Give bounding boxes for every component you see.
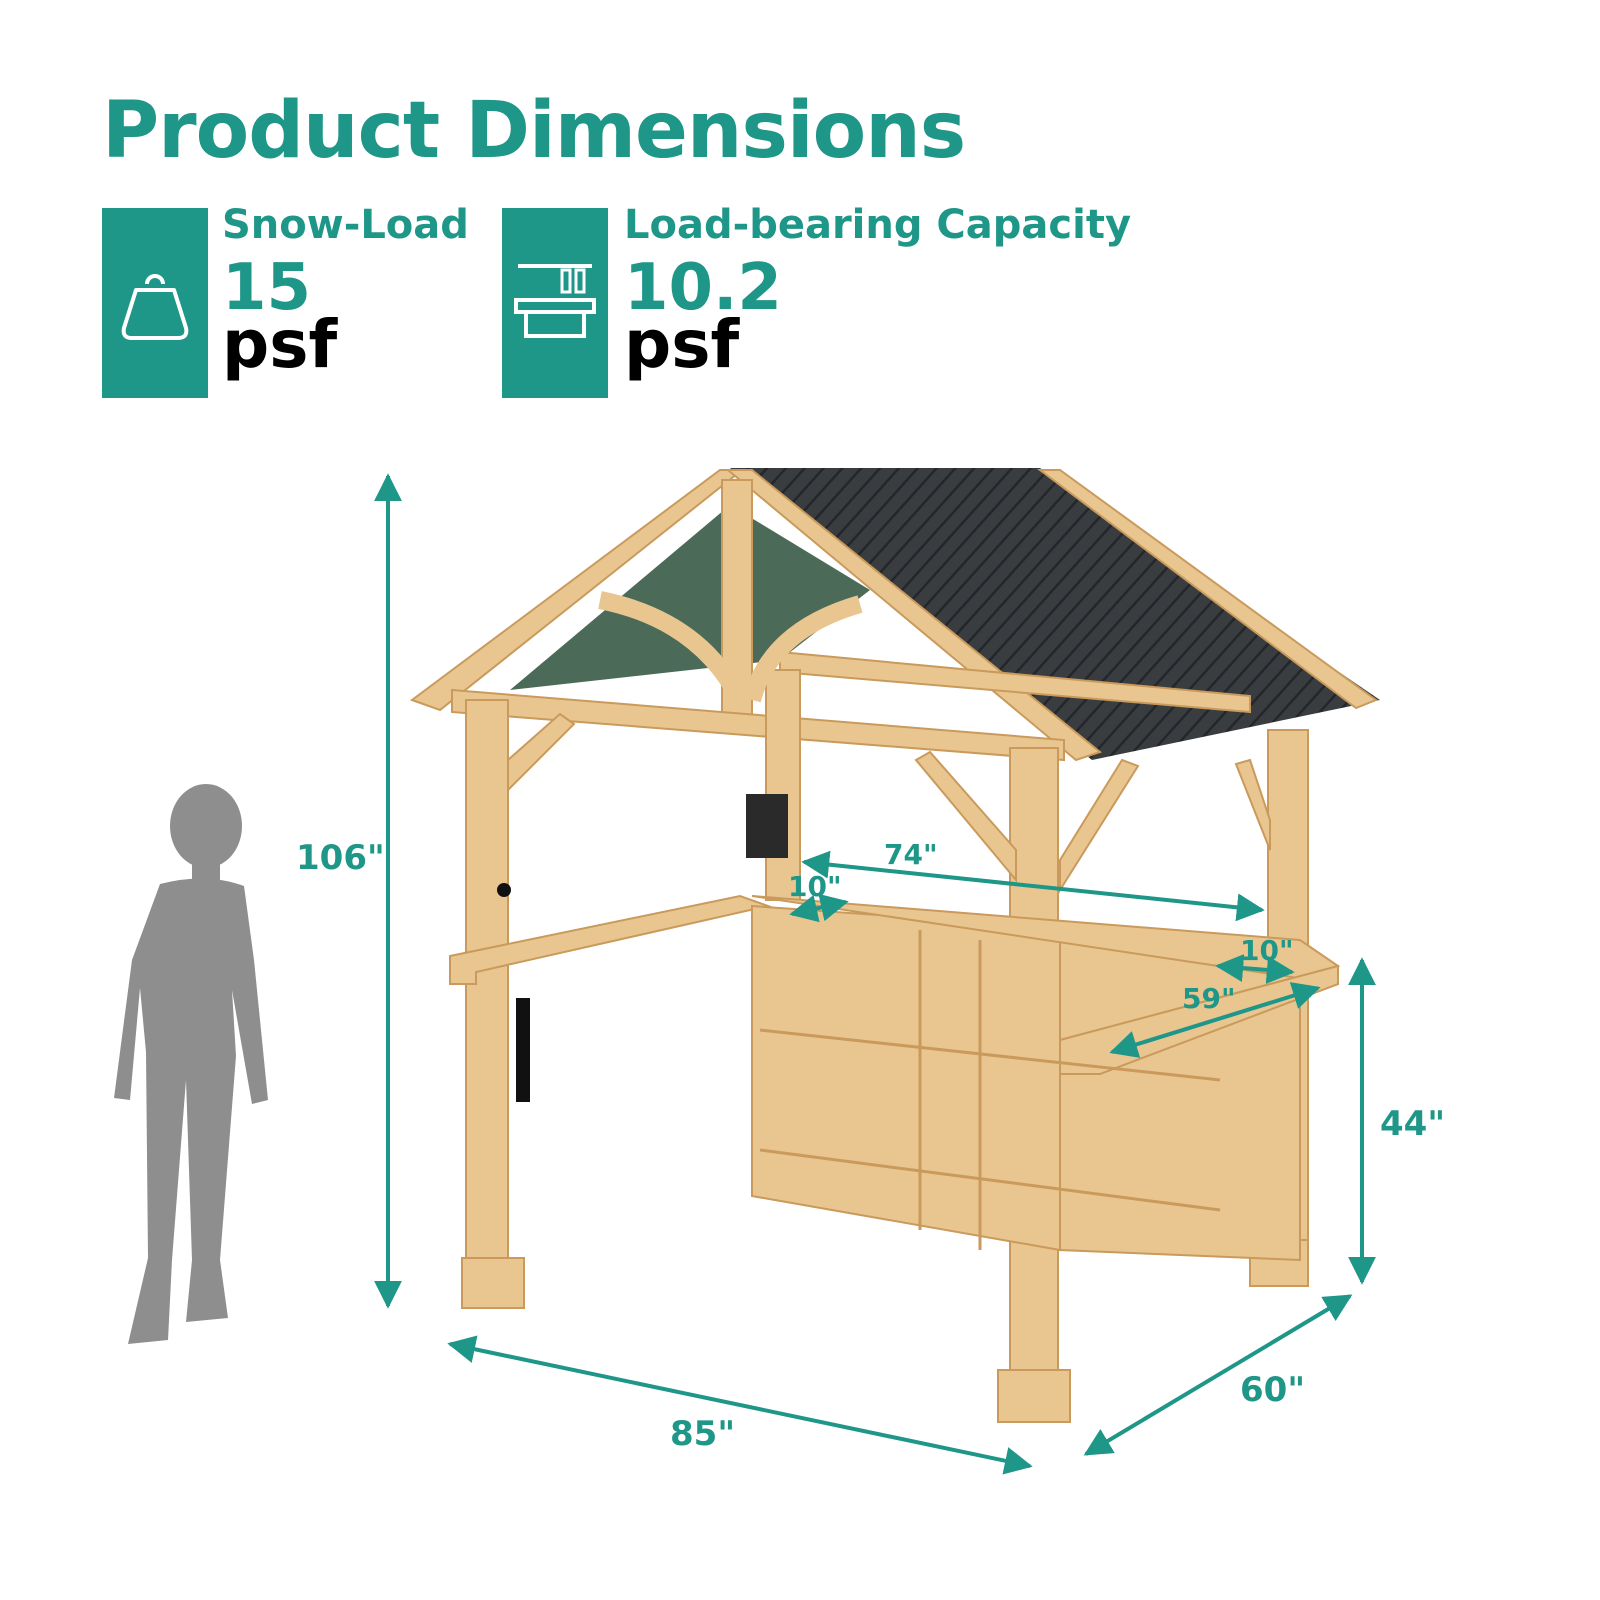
- depth-dim-line: [1083, 1294, 1353, 1456]
- snow-load-value: 15: [222, 251, 312, 325]
- snow-load-label: Snow-Load: [222, 202, 469, 248]
- snow-load-unit: psf: [222, 306, 338, 383]
- load-capacity-icon-tile: [502, 208, 608, 398]
- bar-counter-icon: [514, 264, 596, 338]
- load-capacity-value: 10.2: [624, 251, 782, 325]
- bar-length-dim-line: [801, 850, 1265, 922]
- bottle-opener: [497, 883, 511, 897]
- person-silhouette: [114, 784, 268, 1344]
- side-counter-label: 59": [1182, 982, 1236, 1015]
- roof-panel: [730, 468, 1380, 760]
- snow-load-icon-tile: [102, 208, 208, 398]
- wood-frame: [409, 469, 1379, 1423]
- width-dim-line: [447, 1335, 1033, 1475]
- side-counter-dim-line: [1109, 982, 1321, 1058]
- counter-height-label: 44": [1380, 1104, 1446, 1144]
- page-title: Product Dimensions: [102, 86, 966, 176]
- weight-icon: [121, 274, 189, 340]
- height-label: 106": [296, 838, 385, 878]
- speaker-box: [746, 794, 788, 858]
- load-capacity-unit: psf: [624, 306, 740, 383]
- load-capacity-label: Load-bearing Capacity: [624, 202, 1132, 248]
- bar-depth-left-label: 10": [788, 870, 842, 903]
- bar-length-label: 74": [884, 838, 938, 871]
- towel-bar: [516, 998, 530, 1102]
- width-label: 85": [670, 1414, 736, 1454]
- bar-depth-right-dim-line: [1215, 954, 1295, 984]
- cabinet-shelves: [759, 930, 1221, 1250]
- depth-label: 60": [1240, 1370, 1306, 1410]
- bar-depth-left-dim-line: [789, 893, 849, 923]
- bar-depth-right-label: 10": [1240, 934, 1294, 967]
- dimension-lines: [374, 473, 1376, 1475]
